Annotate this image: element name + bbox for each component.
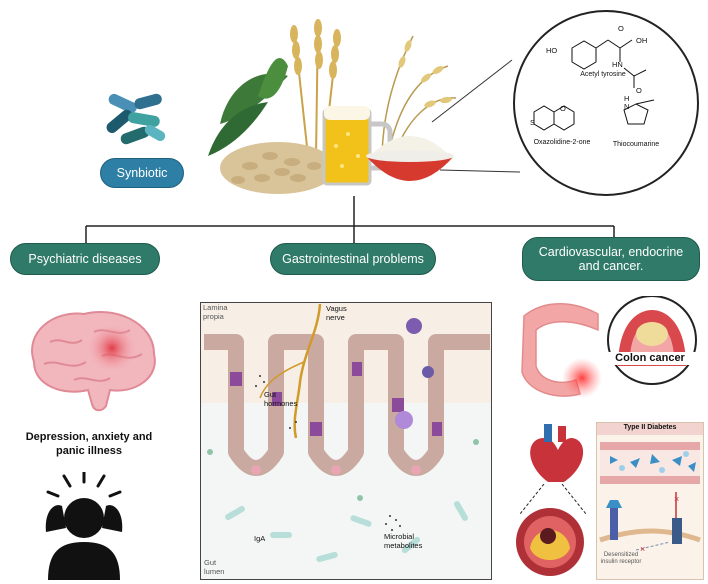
atom-n: N bbox=[624, 102, 630, 111]
colon-cancer-label: Colon cancer bbox=[598, 352, 702, 365]
atom-s: S bbox=[530, 118, 536, 127]
heart-artery-illustration bbox=[516, 424, 587, 576]
atom-oh: OH bbox=[636, 36, 648, 45]
desensitized-receptor-label: Desensitized insulin receptor bbox=[600, 552, 642, 565]
acetyl-tyrosine-label: Acetyl tyrosine bbox=[580, 71, 626, 78]
brain-icon bbox=[31, 310, 156, 412]
microbial-metabolites-label: Microbial metabolites bbox=[384, 532, 423, 550]
synbiotic-label: Synbiotic bbox=[116, 166, 168, 180]
gut-lumen-label: Gut lumen bbox=[204, 558, 225, 576]
atom-o3: O bbox=[560, 104, 566, 113]
psychiatric-diseases-pill: Psychiatric diseases bbox=[10, 243, 160, 275]
gastrointestinal-problems-pill: Gastrointestinal problems bbox=[270, 243, 436, 275]
psychiatric-diseases-label: Psychiatric diseases bbox=[28, 252, 142, 266]
metabolite-molecules-zoom bbox=[513, 10, 699, 196]
iga-label: IgA bbox=[254, 534, 266, 543]
prebiotic-foods-illustration bbox=[208, 19, 457, 194]
gut-hormones-label: Gut hormones bbox=[264, 390, 298, 408]
diabetes-title: Type II Diabetes bbox=[623, 424, 677, 431]
type-ii-diabetes-panel: × × bbox=[596, 422, 704, 580]
atom-hn: HN bbox=[612, 60, 623, 69]
gastrointestinal-problems-label: Gastrointestinal problems bbox=[282, 252, 424, 266]
oxazolidine-label: Oxazolidine-2-one bbox=[533, 139, 591, 146]
atom-o2: O bbox=[636, 86, 642, 95]
stressed-person-icon bbox=[45, 472, 123, 580]
intestine-villi-panel bbox=[200, 302, 492, 580]
vagus-nerve-label: Vagus nerve bbox=[326, 304, 347, 322]
atom-ho: HO bbox=[546, 46, 558, 55]
cardiovascular-label: Cardiovascular, endocrine and cancer. bbox=[538, 245, 684, 273]
svg-text:×: × bbox=[674, 494, 679, 504]
psychiatric-caption: Depression, anxiety and panic illness bbox=[25, 431, 153, 457]
cardiovascular-pill: Cardiovascular, endocrine and cancer. bbox=[522, 237, 700, 281]
thiocoumarine-label: Thiocoumarine bbox=[612, 141, 660, 148]
atom-h: H bbox=[624, 94, 630, 103]
colon-cancer-illustration bbox=[521, 296, 697, 398]
lamina-propia-label: Lamina propia bbox=[203, 303, 228, 321]
svg-text:×: × bbox=[640, 544, 645, 554]
atom-o1: O bbox=[618, 24, 624, 33]
probiotic-capsules-icon bbox=[106, 93, 166, 145]
synbiotic-badge: Synbiotic bbox=[100, 158, 184, 188]
